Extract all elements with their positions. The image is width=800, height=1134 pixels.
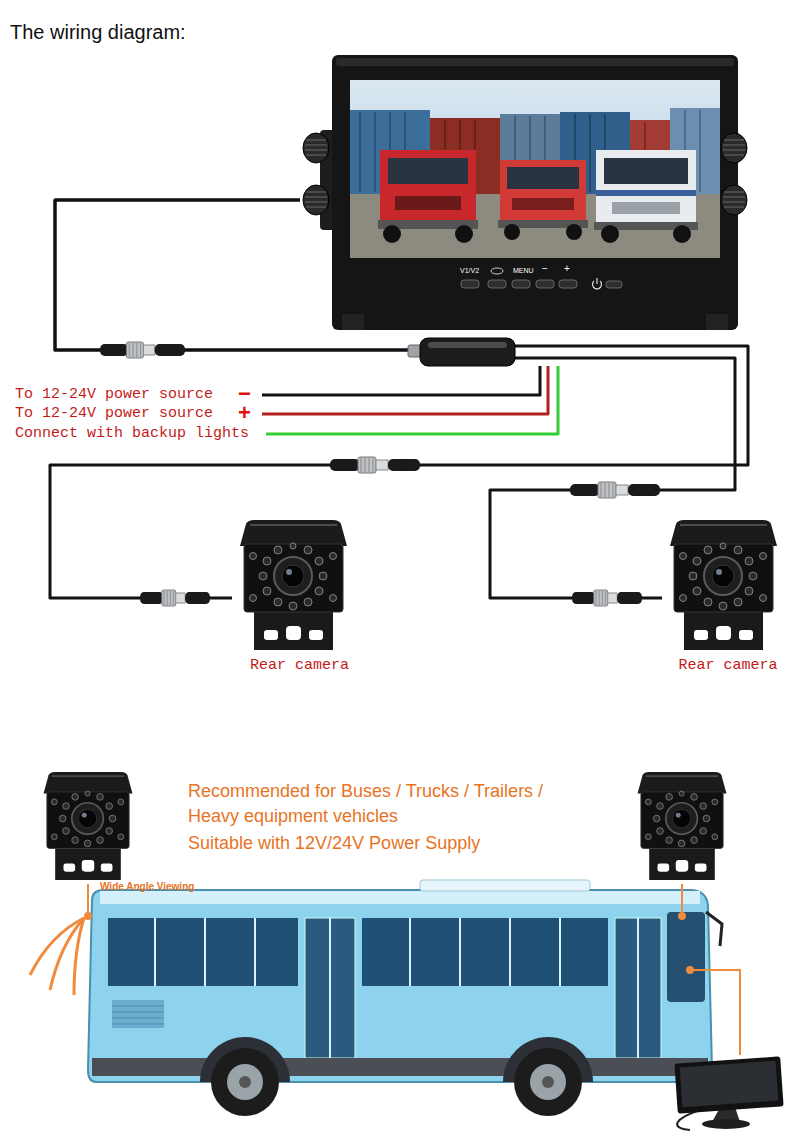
button-label: − [542,263,548,275]
power-wires [262,366,558,434]
rear-camera: Rear camera [662,518,794,680]
bus-scene [112,1006,164,1024]
title: The wiring diagram: [10,20,186,44]
monitor-drawing [303,55,747,330]
leader-line [85,913,91,919]
inline-plug [572,590,642,606]
rear-camera-drawing [662,518,794,680]
leader-line [87,884,89,915]
rear-camera-drawing [232,518,367,680]
bus-scene [362,918,608,986]
camera-label: Rear camera [232,657,367,675]
camera-icon [638,772,727,880]
bus-scene [514,1048,582,1116]
bus-scene [112,1000,164,1028]
power-wires [266,366,558,434]
camera-icon [44,772,727,880]
note-text: Suitable with 12V/24V Power Supply [188,831,480,856]
leader-line [690,970,740,1055]
leader-line [50,918,84,990]
camera-icon [44,772,133,880]
callout-text: Wide Angle Viewing [100,881,194,893]
small-monitor [702,1119,750,1129]
leader-line [687,967,693,973]
small-monitor [680,1061,779,1108]
note-text: Recommended for Buses / Trucks / Trailer… [188,779,588,829]
junction-box [428,342,507,348]
bus-scene [420,880,590,891]
bus-scene [227,1064,263,1100]
bus-scene [100,891,700,904]
bus-scene [211,1048,279,1116]
rear-camera: Rear camera [232,518,367,680]
bus-scene [667,912,705,1002]
small-monitor [674,1056,783,1113]
bus-scene [88,880,722,1116]
wire-label: Connect with backup lights [15,425,249,443]
polarity-sign: + [238,402,251,424]
power-wires [262,366,548,414]
bus-scene [108,918,298,986]
bus-scene [542,1076,554,1088]
bus-scene [706,912,722,946]
leader-line [30,884,740,1055]
inline-plug [100,342,185,358]
bus-scene [239,1076,251,1088]
button-label: MENU [513,267,534,275]
inline-plug [140,590,210,606]
bus-scene [155,918,638,1058]
camera-label: Rear camera [662,657,794,675]
inline-plug [100,342,660,606]
wire-label: To 12-24V power source [15,386,213,404]
small-monitor [674,1056,783,1130]
rear-camera-drawing [240,520,347,650]
small-monitor [674,1056,783,1113]
monitor-drawing [300,52,750,332]
junction-box [408,338,515,366]
junction-box [420,338,515,366]
inline-plug [330,457,420,473]
power-wires [262,366,540,395]
leader-line [74,918,84,995]
bus-scene [92,1058,708,1076]
rear-camera-drawing [670,520,777,650]
inline-plug [570,482,660,498]
leader-line [681,884,683,915]
bus-scene [88,890,712,1082]
leader-line [679,913,685,919]
wire-label: To 12-24V power source [15,405,213,423]
bus-scene [530,1064,566,1100]
button-label: V1/V2 [460,267,479,275]
button-label: + [564,263,570,275]
monitor: V1/V2 MENU− + [300,52,750,332]
